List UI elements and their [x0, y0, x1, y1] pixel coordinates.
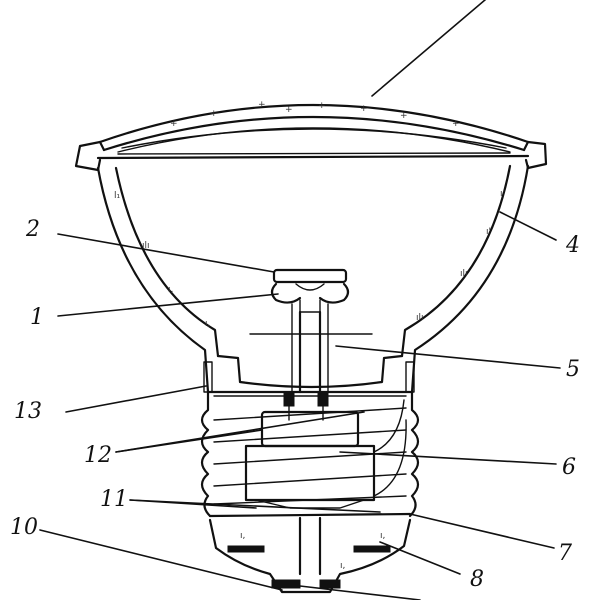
- label-1: 1: [30, 305, 44, 330]
- svg-text:ı': ı': [486, 227, 491, 237]
- label-2: 2: [25, 217, 40, 242]
- neck-housing: [206, 333, 414, 397]
- rim-flange: [74, 140, 548, 172]
- halogen-capsule: [270, 268, 350, 394]
- svg-text:+: +: [285, 105, 293, 115]
- svg-text:ı,: ı,: [340, 561, 345, 571]
- svg-text:ı,: ı,: [205, 319, 210, 329]
- svg-text:ı,: ı,: [240, 531, 245, 541]
- label-5: 5: [566, 357, 580, 382]
- svg-text:ı,: ı,: [380, 531, 385, 541]
- svg-text:+: +: [318, 101, 326, 111]
- label-11: 11: [100, 487, 128, 512]
- svg-text:+: +: [258, 100, 266, 110]
- svg-text:l₁: l₁: [114, 191, 121, 201]
- label-6: 6: [562, 455, 576, 480]
- svg-text:+: +: [400, 111, 408, 121]
- base-bottom: ı, ı, ı,: [208, 512, 412, 594]
- svg-text:+: +: [360, 104, 368, 114]
- label-12: 12: [84, 443, 112, 468]
- leader-lines: [39, 0, 561, 600]
- label-10: 10: [10, 515, 38, 540]
- label-13: 13: [14, 399, 42, 424]
- label-4: 4: [565, 233, 580, 258]
- svg-text:ı': ı': [500, 189, 505, 199]
- svg-text:ı,: ı,: [168, 285, 173, 295]
- reflector: l₁ ılı ı, ı, ı' ı' ılı ılı: [96, 164, 530, 394]
- svg-text:ılı: ılı: [142, 241, 150, 251]
- label-8: 8: [470, 567, 484, 592]
- svg-text:+: +: [210, 109, 218, 119]
- svg-text:+: +: [170, 119, 178, 129]
- svg-text:+: +: [452, 119, 460, 129]
- label-7: 7: [558, 541, 572, 566]
- screw-base: [200, 361, 420, 518]
- front-lens: + + + + + + + +: [98, 100, 530, 153]
- svg-text:ılı: ılı: [416, 313, 424, 323]
- svg-text:ılı: ılı: [460, 269, 468, 279]
